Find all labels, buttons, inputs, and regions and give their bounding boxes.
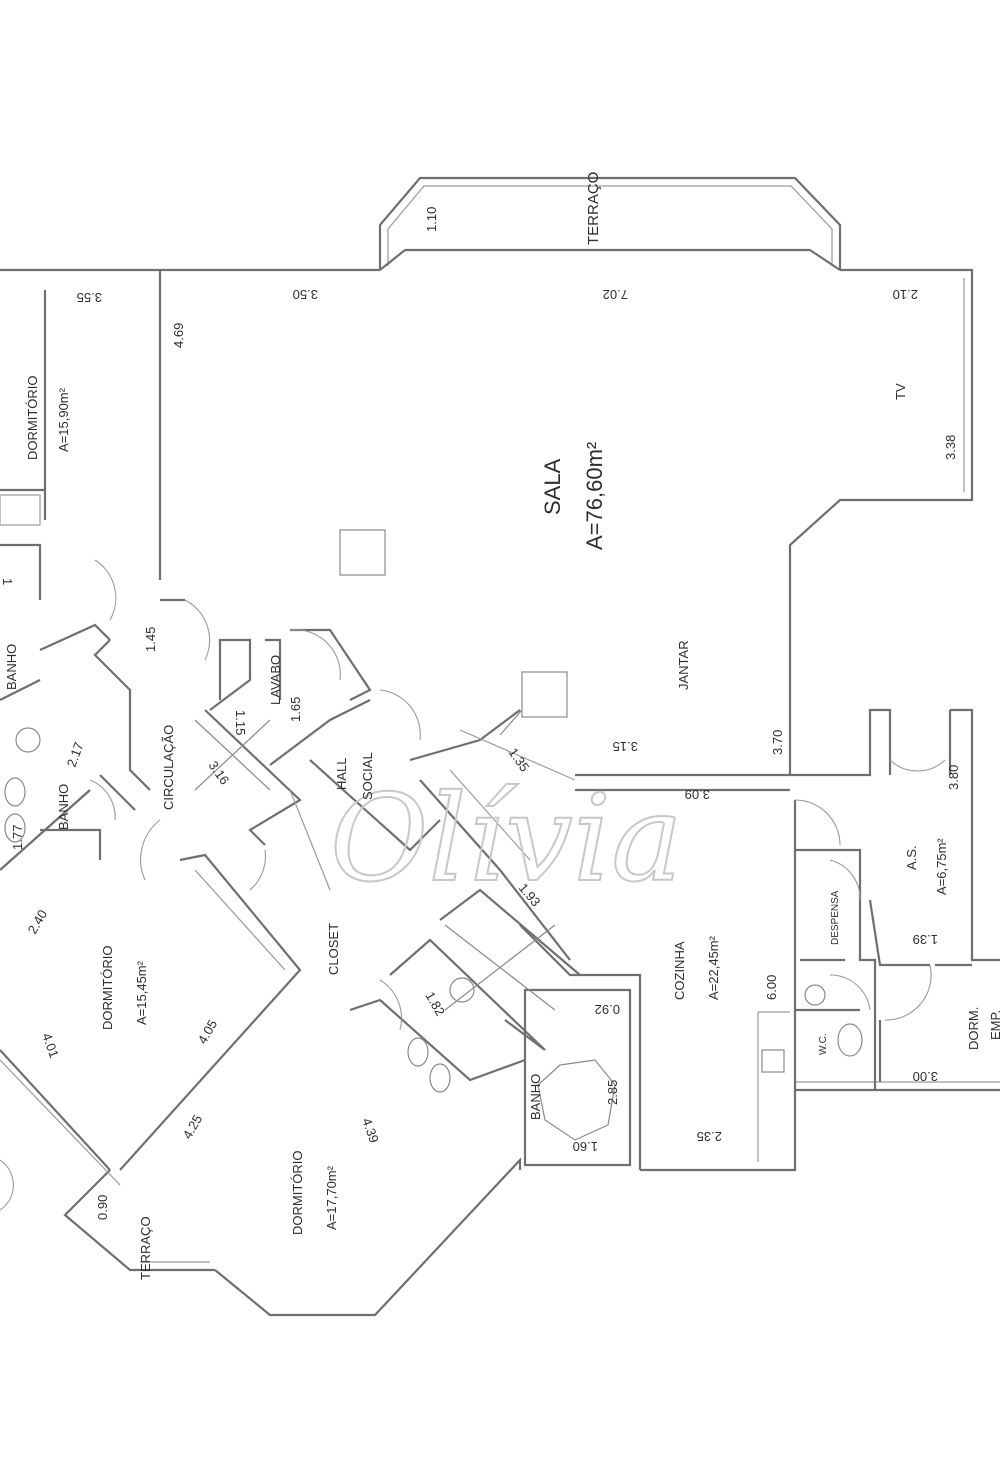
label-dormitorio-top-area: A=15,90m²	[56, 387, 71, 452]
label-sala: SALA	[540, 458, 565, 515]
label-as: A.S.	[904, 845, 919, 870]
label-dormitorio-bottom-area: A=17,70m²	[324, 1165, 339, 1230]
dim-1-60: 1.60	[573, 1139, 598, 1154]
label-hall: HALL	[334, 757, 349, 790]
label-dormitorio-mid-area: A=15,45m²	[134, 960, 149, 1025]
dim-0-90: 0.90	[95, 1195, 110, 1220]
label-wc: W.C.	[818, 1033, 829, 1055]
label-dormitorio-mid: DORMITÓRIO	[100, 946, 115, 1031]
room-labels: TERRAÇO SALA A=76,60m² TV JANTAR DORMITÓ…	[4, 172, 1000, 1280]
watermark: Olívia	[330, 770, 683, 909]
dim-4-05: 4.05	[195, 1017, 221, 1046]
label-cozinha: COZINHA	[672, 941, 687, 1000]
dim-1-45: 1.45	[143, 627, 158, 652]
label-jantar: JANTAR	[676, 640, 691, 690]
dim-4-01: 4.01	[39, 1031, 62, 1060]
dim-3-70: 3.70	[770, 730, 785, 755]
dim-3-80: 3.80	[946, 765, 961, 790]
dim-2-10: 2.10	[893, 287, 918, 302]
label-terraco-bottom: TERRAÇO	[138, 1216, 153, 1280]
dim-3-38: 3.38	[943, 435, 958, 460]
dim-3-16: 3.16	[206, 758, 233, 787]
dimension-labels: 1.10 3.55 3.50 7.02 2.10 4.69 3.38 1 1.4…	[0, 207, 961, 1220]
label-dormitorio-bottom: DORMITÓRIO	[290, 1151, 305, 1236]
label-social: SOCIAL	[360, 752, 375, 800]
label-emp: EMP.	[988, 1010, 1000, 1040]
interior-walls	[0, 290, 972, 1171]
dim-4-39: 4.39	[359, 1116, 382, 1145]
dim-1-82: 1.82	[422, 989, 448, 1018]
label-lavabo: LAVABO	[268, 655, 283, 705]
label-despensa: DESPENSA	[830, 890, 841, 945]
label-dormitorio-top: DORMITÓRIO	[25, 376, 40, 461]
label-banho-2: BANHO	[56, 784, 71, 830]
label-sala-area: A=76,60m²	[582, 442, 607, 550]
label-terraco-top: TERRAÇO	[585, 172, 602, 245]
dim-2-40: 2.40	[25, 907, 51, 936]
dim-1-10: 1.10	[424, 207, 439, 232]
label-circulacao: CIRCULAÇÃO	[161, 725, 176, 810]
doors	[0, 559, 946, 1211]
dim-1-39: 1.39	[913, 932, 938, 947]
label-dorm: DORM.	[966, 1007, 981, 1050]
dim-1-15: 1.15	[233, 710, 248, 735]
dim-6-00: 6.00	[764, 975, 779, 1000]
fixtures	[0, 494, 863, 1141]
dim-3-09: 3.09	[685, 787, 710, 802]
dim-7-02: 7.02	[603, 287, 628, 302]
dim-3-15: 3.15	[613, 739, 638, 754]
dim-4-69: 4.69	[171, 323, 186, 348]
dim-2-85: 2.85	[605, 1080, 620, 1105]
label-tv: TV	[893, 383, 908, 400]
dim-1-65: 1.65	[288, 697, 303, 722]
label-banho-1: BANHO	[4, 644, 19, 690]
dim-3-00: 3.00	[913, 1069, 938, 1084]
dim-1: 1	[0, 578, 15, 585]
dim-3-50: 3.50	[293, 287, 318, 302]
label-banho-3: BANHO	[528, 1074, 543, 1120]
dim-2-17: 2.17	[64, 740, 87, 769]
label-closet: CLOSET	[326, 923, 341, 975]
dim-2-35: 2.35	[697, 1129, 722, 1144]
dim-1-77: 1.77	[10, 825, 25, 850]
dim-3-55: 3.55	[77, 290, 102, 305]
dim-4-25: 4.25	[180, 1112, 206, 1141]
outer-walls	[0, 176, 1000, 1317]
label-as-area: A=6,75m²	[934, 838, 949, 895]
label-cozinha-area: A=22,45m²	[706, 935, 721, 1000]
dim-0-92: 0.92	[595, 1002, 620, 1017]
